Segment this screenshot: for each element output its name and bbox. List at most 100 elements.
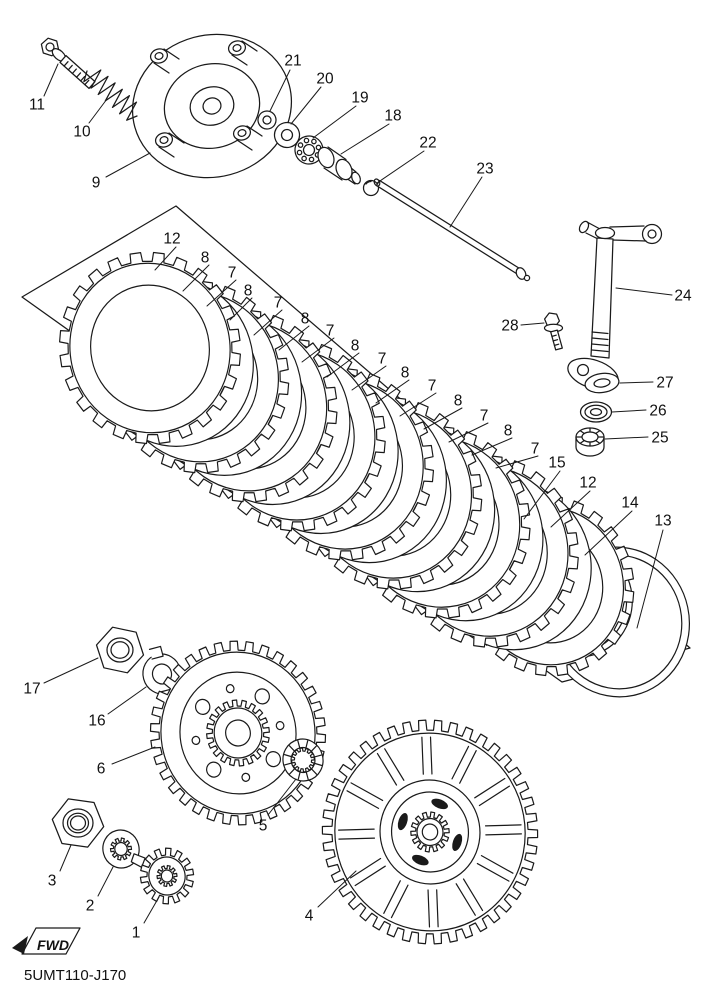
callout-label-4: 4 [305,907,314,924]
part-20-washer [273,121,301,149]
part-19-bearing [294,135,324,165]
callout-label-3: 3 [48,872,57,889]
part-number-callouts: 1110921201918222324282726251287878787878… [23,52,692,941]
callout-label-16: 16 [88,712,105,729]
part-22-ball [362,179,380,197]
callout-leader-22 [376,150,425,184]
callout-leader-11 [43,63,59,97]
diagram-code: 5UMT110-J170 [24,967,126,984]
part-4-clutch-housing [321,719,539,945]
callout-label-8: 8 [454,392,463,409]
part-5-thrust-washer [282,738,324,782]
callout-label-8: 8 [351,337,360,354]
fwd-box [21,927,81,955]
callout-label-7: 7 [378,350,387,367]
part-6-clutch-boss [149,640,327,826]
callout-label-7: 7 [531,440,540,457]
callout-label-11: 11 [29,96,45,113]
callout-leader-10 [88,98,108,124]
part-24-push-lever [567,220,663,391]
callout-label-22: 22 [419,134,436,151]
callout-leader-25 [604,436,649,440]
fwd-label: FWD [37,937,69,953]
callout-label-2: 2 [86,897,95,914]
callout-leader-21 [269,69,291,112]
callout-label-8: 8 [504,422,513,439]
callout-leader-8 [471,437,513,456]
callout-label-8: 8 [401,364,410,381]
callout-label-6: 6 [97,760,106,777]
callout-leader-8 [182,264,210,292]
callout-label-8: 8 [244,282,253,299]
callout-label-14: 14 [621,494,639,511]
callout-leader-19 [312,105,357,139]
callout-label-8: 8 [201,249,210,266]
callout-label-27: 27 [656,374,673,391]
callout-label-26: 26 [649,402,666,419]
fwd-marker: FWD [12,927,81,955]
part-27-washer [584,372,620,394]
part-21-washer [257,110,277,130]
callout-leader-26 [611,409,647,413]
part-17-nut [95,626,145,674]
part-12-friction-plate [59,251,241,445]
callout-leader-12 [154,246,177,271]
fwd-arrow-icon [12,936,28,954]
callout-leader-7 [206,279,237,307]
part-1-gear [139,847,195,905]
callout-label-12: 12 [579,474,596,491]
callout-label-21: 21 [284,52,301,69]
callout-leader-7 [399,392,437,417]
part-3-nut [51,798,105,848]
callout-leader-18 [340,123,390,155]
callout-leader-1 [143,896,160,924]
callout-label-10: 10 [73,123,91,140]
callout-label-19: 19 [351,89,368,106]
callout-leader-20 [290,86,322,125]
callout-label-7: 7 [480,407,489,424]
callout-label-20: 20 [316,70,334,87]
callout-leader-15 [523,470,561,520]
callout-label-7: 7 [228,264,237,281]
callout-leader-24 [615,287,673,296]
callout-label-5: 5 [259,817,268,834]
callout-leader-2 [97,866,114,897]
callout-leader-8 [326,352,360,378]
callout-label-13: 13 [654,512,671,529]
callout-label-7: 7 [274,294,283,311]
callout-leader-5 [267,778,297,816]
callout-label-12: 12 [163,230,180,247]
callout-leader-7 [495,455,539,469]
part-18-push-piece [317,146,361,185]
callout-label-18: 18 [384,107,401,124]
part-25-bearing [575,427,605,457]
callout-leader-7 [448,422,489,443]
part-26-oil-seal [579,401,613,423]
callout-leader-4 [317,870,357,908]
callout-label-1: 1 [132,924,141,941]
callout-leader-8 [229,297,253,321]
callout-label-24: 24 [674,287,692,304]
callout-leader-8 [423,407,463,430]
callout-leader-27 [619,381,654,384]
callout-leader-6 [111,746,156,765]
callout-leader-9 [105,152,151,178]
callout-leader-14 [584,510,633,556]
parts-artwork [40,33,691,945]
callout-leader-7 [351,365,387,391]
part-9-pressure-plate [131,33,293,179]
callout-leader-13 [636,529,664,629]
callout-label-7: 7 [428,377,437,394]
part-2-lock-washer [102,829,146,869]
callout-leader-17 [43,657,99,684]
callout-label-28: 28 [501,317,518,334]
callout-leader-3 [59,844,72,872]
callout-label-7: 7 [326,322,335,339]
callout-leader-8 [375,379,410,404]
callout-leader-12 [550,490,591,528]
callout-label-17: 17 [23,680,40,697]
callout-label-9: 9 [92,174,101,191]
callout-label-15: 15 [548,454,565,471]
